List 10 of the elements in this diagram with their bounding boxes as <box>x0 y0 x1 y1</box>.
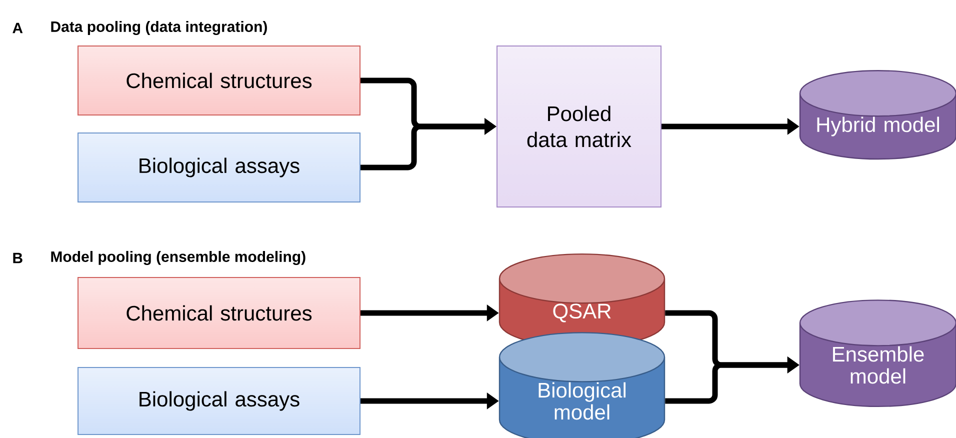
database-cylinder: Ensemble model <box>799 300 956 408</box>
panel-letter: B <box>13 252 22 264</box>
process-box: Pooled data matrix <box>496 46 662 208</box>
process-box: Biological assays <box>78 132 360 202</box>
panel-letter: A <box>12 22 23 34</box>
database-cylinder: Biological model <box>498 332 666 438</box>
database-cylinder: Hybrid model <box>799 70 956 160</box>
process-box: Chemical structures <box>78 276 360 349</box>
process-box: Biological assays <box>78 366 360 435</box>
process-box: Chemical structures <box>78 46 360 116</box>
